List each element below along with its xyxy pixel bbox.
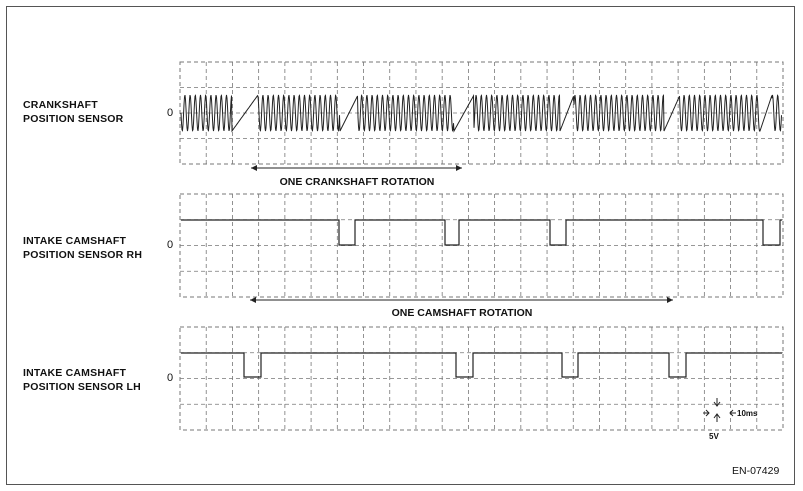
- cam-lh-waveform: [181, 352, 782, 378]
- figure-code: EN-07429: [732, 465, 780, 477]
- volt-scale-label: 5V: [709, 432, 719, 441]
- cam-rh-zero-label: 0: [167, 239, 174, 251]
- crank-rotation-arrow-head-right: [456, 165, 462, 171]
- figure-frame: [6, 6, 795, 485]
- time-scale-label: 10ms: [737, 409, 758, 418]
- crank-rotation-arrow-head-left: [251, 165, 257, 171]
- crank-rotation-caption: ONE CRANKSHAFT ROTATION: [279, 176, 435, 188]
- cam-rh-sensor-label: INTAKE CAMSHAFT POSITION SENSOR RH: [23, 235, 143, 261]
- cam-rotation-arrow-head-left: [250, 297, 256, 303]
- time-scale-arrow-top: [713, 398, 721, 407]
- volt-scale-arrow-right: [729, 409, 736, 417]
- volt-scale-arrow-left: [703, 409, 710, 417]
- cam-rotation-caption: ONE CAMSHAFT ROTATION: [391, 307, 533, 319]
- cam-lh-sensor-label: INTAKE CAMSHAFT POSITION SENSOR LH: [23, 367, 141, 393]
- cam-rotation-arrow-head-right: [667, 297, 673, 303]
- crank-zero-label: 0: [167, 107, 174, 119]
- time-scale-arrow-bottom: [713, 413, 721, 422]
- cam-lh-zero-label: 0: [167, 372, 174, 384]
- crank-sensor-label: CRANKSHAFT POSITION SENSOR: [23, 99, 124, 125]
- crank-waveform: [180, 93, 782, 133]
- cam-rh-waveform: [181, 219, 782, 246]
